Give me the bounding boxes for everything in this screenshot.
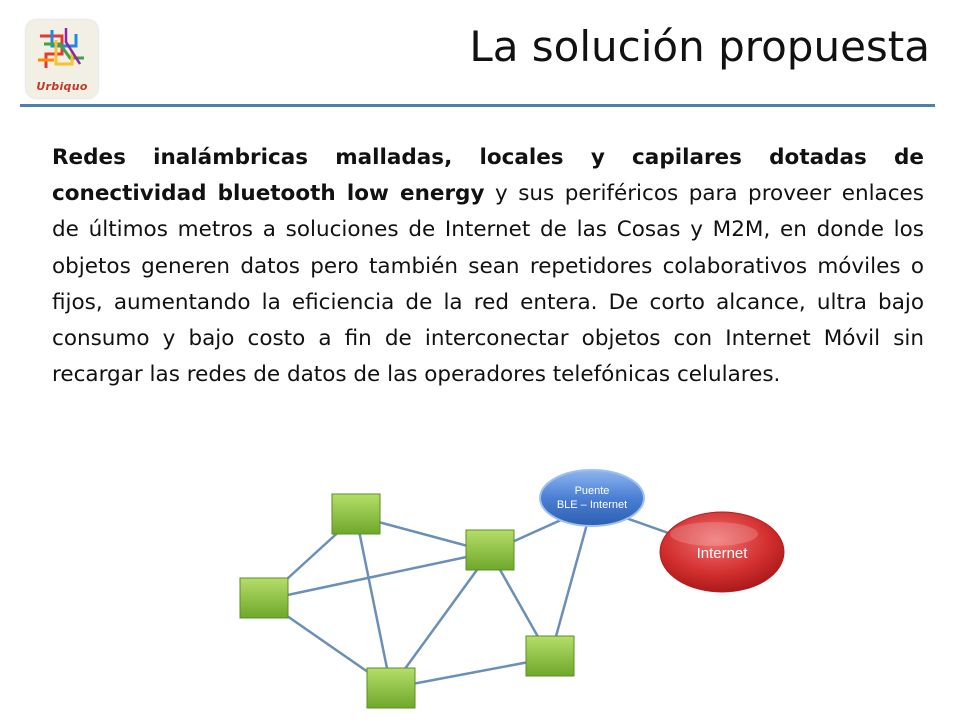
link [548,505,594,659]
node [366,667,416,709]
node [465,529,515,571]
bridge-label-line1: Puente [575,485,610,497]
paragraph-bold-lead: Redes inalámbricas malladas, locales y c… [52,145,924,207]
ble-bridge-node: Puente BLE – Internet [539,469,645,527]
node [525,635,575,677]
node [239,577,289,619]
paragraph-rest: y sus periféricos para proveer enlaces d… [52,181,924,388]
node [331,493,381,535]
internet-cloud: Internet [659,511,785,593]
bridge-label-line2: BLE – Internet [557,499,627,511]
link [389,551,492,689]
link [263,550,491,602]
urbiquo-logo: Urbiquo [26,20,98,98]
logo-wordmark: Urbiquo [36,80,88,93]
ble-mesh-diagram: Puente BLE – Internet Internet [239,469,785,709]
title-divider [20,104,935,107]
page-title: La solución propuesta [469,22,930,71]
link [354,515,393,689]
link [390,656,551,690]
internet-label: Internet [697,545,749,562]
main-paragraph: Redes inalámbricas malladas, locales y c… [52,140,924,393]
metro-map-icon [38,28,84,68]
sensor-nodes [239,493,575,709]
